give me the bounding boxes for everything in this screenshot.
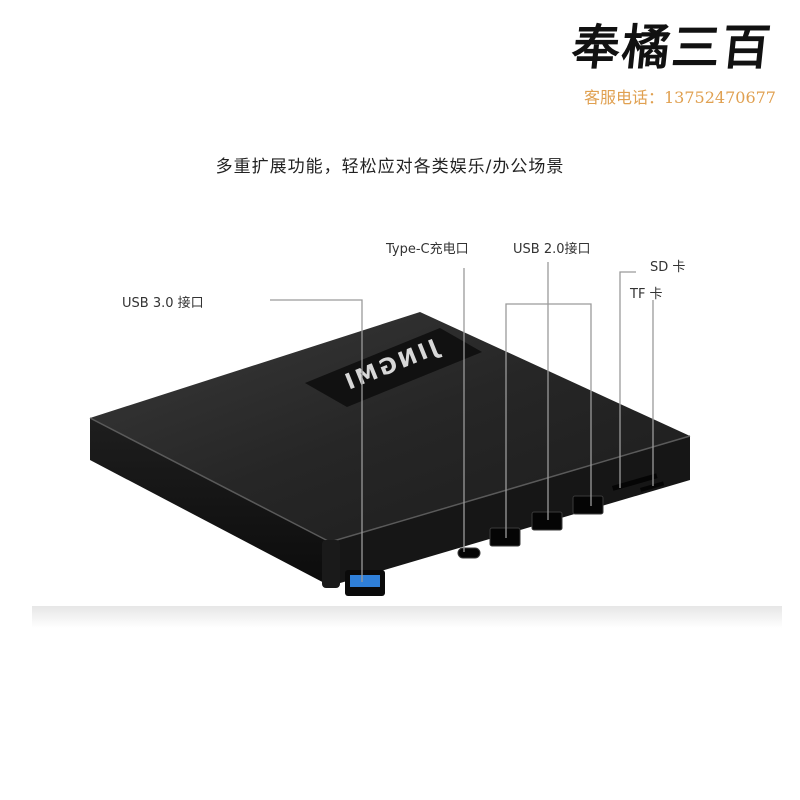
usb2-port-2 xyxy=(531,511,563,531)
usb2-port-1 xyxy=(489,527,521,547)
leader-usb3 xyxy=(270,299,363,582)
label-typec: Type-C充电口 xyxy=(386,242,469,257)
contact-phone: 客服电话：13752470677 xyxy=(584,88,776,107)
typec-port xyxy=(457,547,481,559)
leader-lines xyxy=(270,262,654,582)
usb2-ports xyxy=(489,495,604,547)
shop-brand-title: 奉橘三百 xyxy=(569,20,775,76)
sd-card-slot xyxy=(612,473,658,491)
label-tf: TF 卡 xyxy=(630,287,663,302)
label-usb2: USB 2.0接口 xyxy=(513,242,591,257)
usb2-port-3 xyxy=(572,495,604,515)
usb3-port xyxy=(345,570,385,596)
device-top-face xyxy=(90,312,690,542)
headline: 多重扩展功能，轻松应对各类娱乐/办公场景 xyxy=(215,157,565,177)
device-left-side xyxy=(90,418,330,586)
device-front-side xyxy=(330,436,690,586)
device-side-cylinder xyxy=(322,540,340,588)
logo-plate xyxy=(305,328,482,407)
label-usb3: USB 3.0 接口 xyxy=(122,296,204,311)
card-reader-device: JINGMI xyxy=(89,312,691,596)
leader-sd xyxy=(619,271,636,488)
label-sd: SD 卡 xyxy=(650,260,686,275)
display-shelf xyxy=(32,606,782,628)
tf-card-slot xyxy=(639,481,665,492)
